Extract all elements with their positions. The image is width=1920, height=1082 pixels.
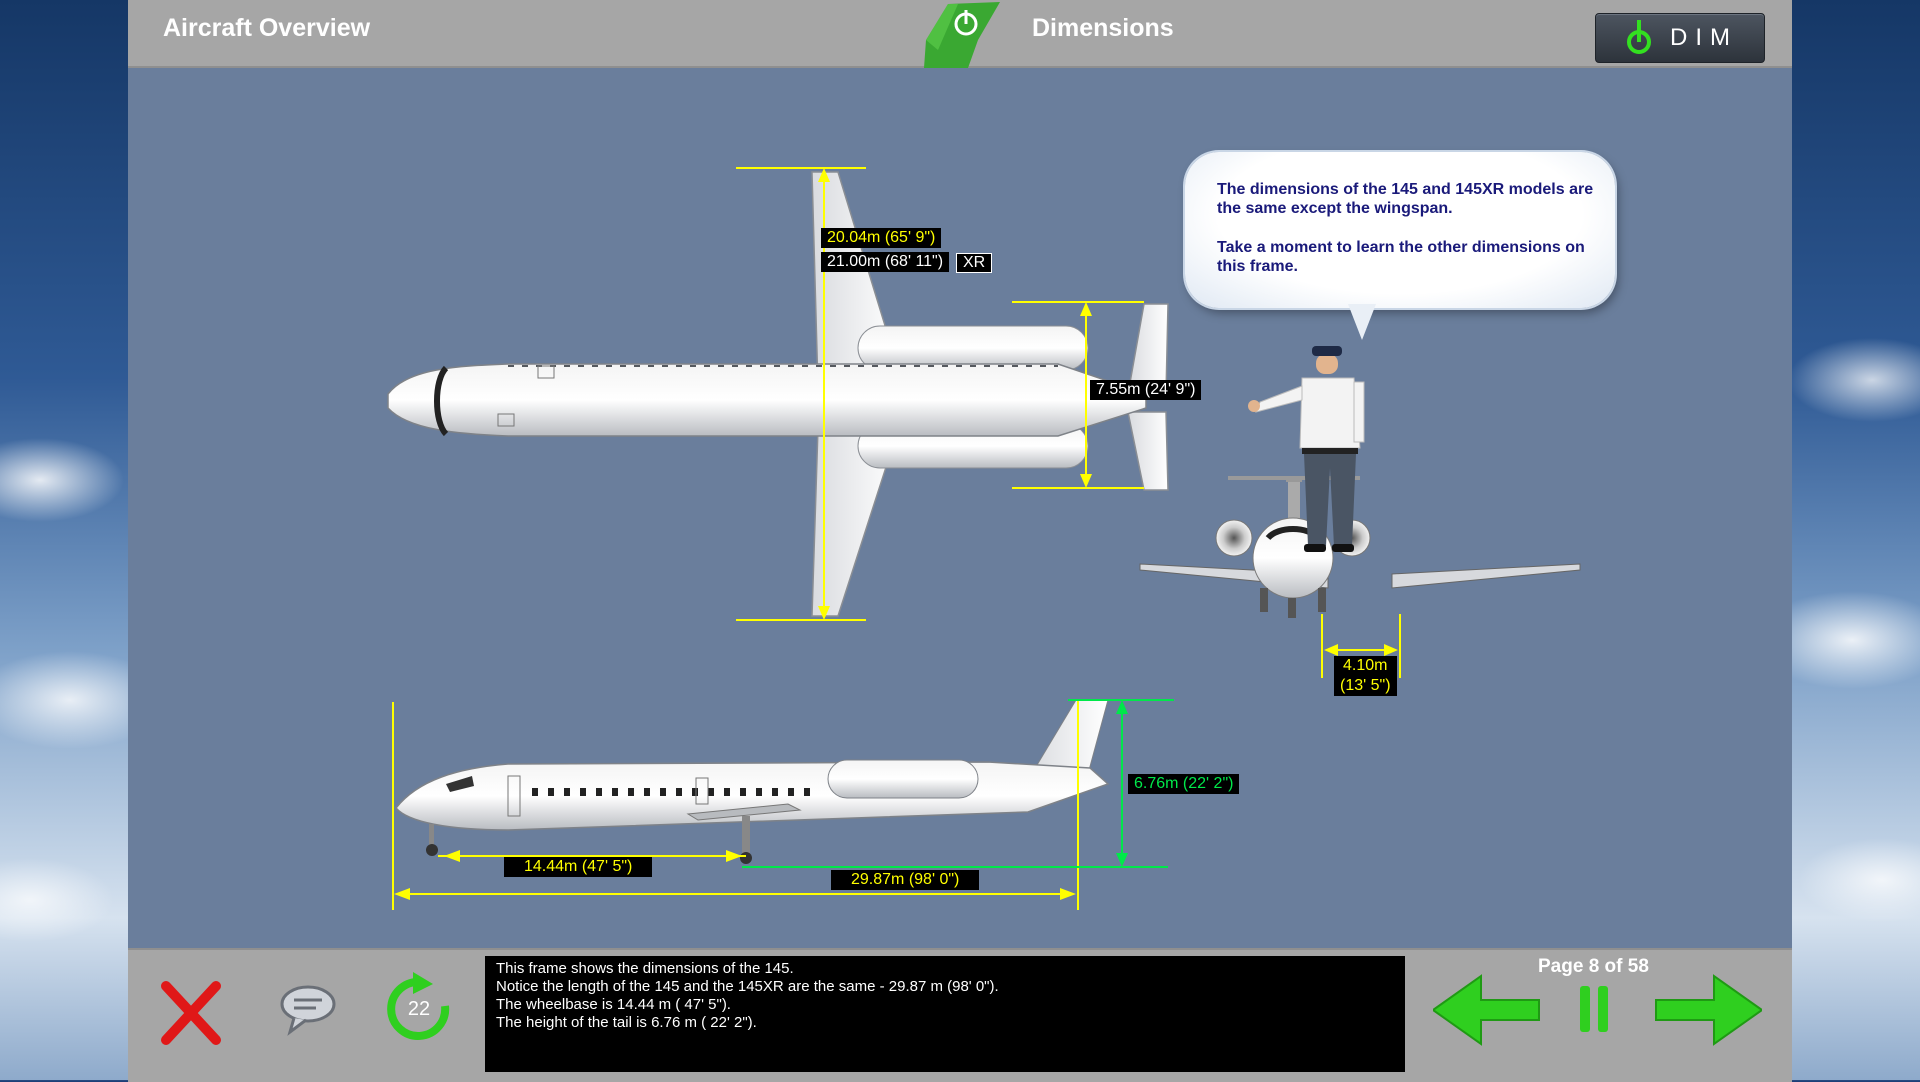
pilot-figure: [1248, 346, 1365, 552]
length-label: 29.87m (98' 0"): [831, 870, 980, 890]
sky-background-right: [1792, 0, 1920, 1080]
tail-span-label: 7.55m (24' 9"): [1090, 380, 1202, 400]
speech-bubble-tail: [1348, 304, 1376, 340]
narration-line-1: This frame shows the dimensions of the 1…: [496, 960, 794, 977]
dimensions-stage: 20.04m (65' 9") 21.00m (68' 11") XR 7.55…: [128, 68, 1792, 948]
gear-track-imperial: (13' 5"): [1340, 677, 1391, 694]
arrow-right-icon[interactable]: [1652, 970, 1762, 1050]
narration-line-3: The wheelbase is 14.44 m ( 47' 5").: [496, 996, 731, 1013]
aircraft-top-view: [387, 171, 1169, 617]
narration-text-box: This frame shows the dimensions of the 1…: [485, 956, 1405, 1072]
aircraft-side-view: [395, 699, 1110, 864]
wheelbase-label: 14.44m (47' 5"): [504, 857, 653, 877]
xr-tag: XR: [956, 253, 993, 273]
page-indicator: Page 8 of 58: [1538, 956, 1649, 977]
tail-height-label: 6.76m (22' 2"): [1128, 774, 1240, 794]
narration-line-4: The height of the tail is 6.76 m ( 22' 2…: [496, 1014, 757, 1031]
arrow-left-icon[interactable]: [1433, 970, 1543, 1050]
power-icon: [1627, 20, 1651, 54]
header-bar: Aircraft Overview Dimensions DIM: [128, 0, 1792, 68]
aircraft-drawings: [387, 167, 1581, 910]
gear-track-metric: 4.10m: [1343, 657, 1388, 674]
aircraft-front-view: [1139, 476, 1581, 618]
chat-bubble-icon[interactable]: [276, 980, 340, 1040]
wingspan-145-label: 20.04m (65' 9"): [821, 228, 942, 248]
close-icon[interactable]: [158, 978, 224, 1048]
tail-height-lines: [742, 699, 1174, 868]
page-title: Dimensions: [1032, 14, 1174, 42]
sky-background-left: [0, 0, 128, 1080]
footer-bar: 22 This frame shows the dimensions of th…: [128, 948, 1792, 1082]
instructor-speech-bubble: The dimensions of the 145 and 145XR mode…: [1185, 152, 1615, 308]
replay-count: 22: [407, 998, 431, 1020]
gear-track-label: 4.10m (13' 5"): [1334, 656, 1397, 696]
dim-button[interactable]: DIM: [1595, 13, 1765, 63]
section-title: Aircraft Overview: [163, 14, 371, 42]
pause-icon[interactable]: [1578, 984, 1610, 1034]
bubble-paragraph-1: The dimensions of the 145 and 145XR mode…: [1217, 181, 1594, 217]
replay-icon: [387, 972, 450, 1040]
bubble-paragraph-2: Take a moment to learn the other dimensi…: [1217, 239, 1585, 275]
aircraft-tail-logo-icon: [924, 2, 1000, 68]
dim-button-label: DIM: [1670, 24, 1738, 51]
replay-button[interactable]: 22: [383, 972, 455, 1046]
lesson-window: Aircraft Overview Dimensions DIM: [128, 0, 1792, 1082]
narration-line-2: Notice the length of the 145 and the 145…: [496, 978, 999, 995]
wingspan-xr-label: 21.00m (68' 11"): [821, 252, 950, 272]
